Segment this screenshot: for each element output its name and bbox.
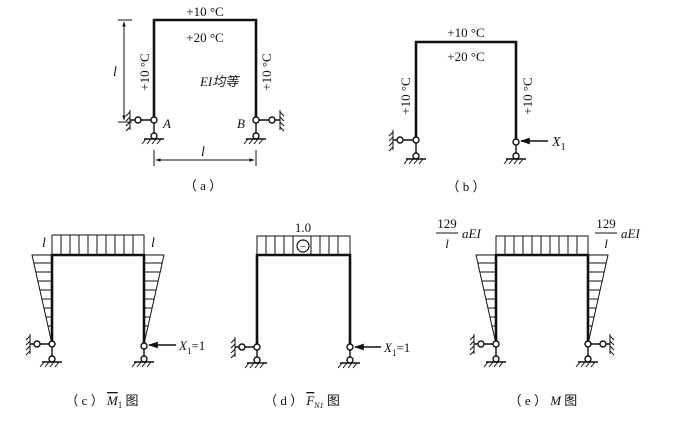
temp-top-outer-b: +10 °C bbox=[447, 25, 484, 40]
moment-right-column-c bbox=[143, 254, 165, 345]
moment-left-value-c: l bbox=[42, 236, 46, 251]
frame-e bbox=[494, 253, 590, 344]
temp-top-outer-a: +10 °C bbox=[186, 4, 223, 19]
support-right-b bbox=[503, 138, 526, 165]
support-right-e bbox=[575, 334, 615, 368]
force-label-c: X1=1 bbox=[178, 338, 205, 356]
panel-e: 129 l aEI 129 l aEI bbox=[436, 216, 640, 408]
hatch-beam-d bbox=[265, 236, 339, 255]
support-a-label: A bbox=[162, 116, 171, 131]
moment-right-value-c: l bbox=[151, 236, 155, 251]
hatch-left-column-e bbox=[478, 262, 496, 327]
caption-a: （ a ） bbox=[184, 178, 222, 193]
hatch-left-column-c bbox=[34, 262, 52, 327]
panel-b: +10 °C +20 °C +10 °C +10 °C X1 （ b ） bbox=[388, 25, 566, 194]
height-dimension: l bbox=[113, 19, 132, 123]
moment-left-column-e bbox=[475, 254, 497, 345]
width-label: l bbox=[201, 145, 205, 160]
moment-right-label-e: 129 l aEI bbox=[595, 216, 640, 251]
axial-value-d: 1.0 bbox=[295, 220, 311, 235]
left-denominator: l bbox=[445, 236, 449, 251]
sign-circle-d bbox=[296, 239, 310, 253]
hatch-right-column-e bbox=[588, 262, 606, 327]
moment-beam-c bbox=[51, 234, 145, 256]
hatch-beam-e bbox=[504, 236, 578, 255]
moment-beam-e bbox=[495, 235, 589, 256]
support-left-b bbox=[388, 130, 426, 165]
axial-force-beam-d bbox=[256, 235, 351, 256]
caption-c: （ c ） M1 图 bbox=[65, 393, 138, 410]
panel-d: − 1.0 X1=1 （ d ） FN1 图 bbox=[230, 220, 410, 410]
support-right-d bbox=[337, 343, 360, 369]
caption-d: （ d ） FN1 图 bbox=[264, 393, 340, 410]
temp-top-inner-a: +20 °C bbox=[186, 30, 223, 45]
support-left-e bbox=[469, 334, 506, 368]
support-left-c bbox=[25, 334, 62, 368]
right-denominator: l bbox=[604, 236, 608, 251]
caption-b: （ b ） bbox=[446, 179, 485, 194]
frame-b bbox=[414, 40, 518, 140]
panel-c: l l X1=1 （ c ） M1 图 bbox=[25, 234, 205, 410]
frame-a bbox=[152, 18, 258, 122]
ei-label: EI均等 bbox=[199, 74, 240, 89]
temp-right-a: +10 °C bbox=[259, 53, 274, 90]
frame-c bbox=[50, 253, 146, 344]
support-a: A bbox=[125, 110, 171, 145]
support-b: B bbox=[237, 110, 285, 145]
caption-e: （ e ） M 图 bbox=[509, 393, 578, 408]
temp-left-b: +10 °C bbox=[398, 77, 413, 114]
moment-left-label-e: 129 l aEI bbox=[436, 216, 481, 251]
moment-right-column-e bbox=[587, 254, 609, 345]
right-tail: aEI bbox=[621, 226, 640, 241]
left-tail: aEI bbox=[462, 226, 481, 241]
temp-top-inner-b: +20 °C bbox=[447, 49, 484, 64]
frame-d bbox=[255, 253, 352, 347]
temp-left-a: +10 °C bbox=[137, 53, 152, 90]
force-label-b: X1 bbox=[551, 135, 566, 153]
height-label: l bbox=[113, 65, 117, 80]
right-numerator: 129 bbox=[596, 216, 616, 231]
hatch-right-column-c bbox=[144, 262, 162, 327]
support-right-c bbox=[131, 342, 154, 368]
force-label-d: X1=1 bbox=[383, 340, 410, 358]
left-numerator: 129 bbox=[437, 216, 457, 231]
sign-label-d: − bbox=[300, 241, 306, 253]
width-dimension: l bbox=[153, 145, 257, 166]
support-b-label: B bbox=[237, 116, 245, 131]
hatch-beam-c bbox=[60, 235, 134, 255]
moment-left-column-c bbox=[31, 254, 53, 345]
panel-a: +10 °C +20 °C +10 °C +10 °C EI均等 l l bbox=[113, 4, 285, 193]
support-left-d bbox=[230, 337, 267, 369]
temp-right-b: +10 °C bbox=[520, 77, 535, 114]
